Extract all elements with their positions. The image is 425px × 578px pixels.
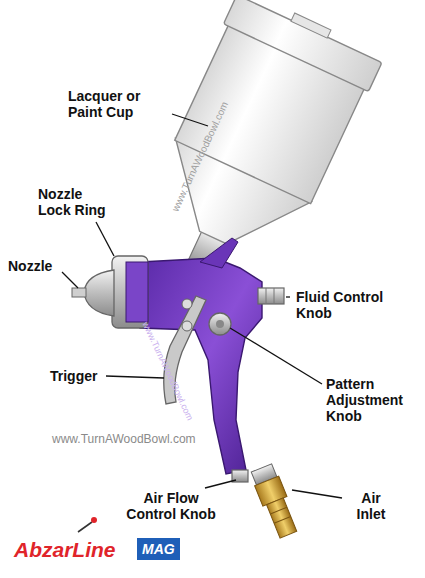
badge-text: MAG (142, 541, 175, 557)
part-label: Air Flow Control Knob (126, 490, 216, 522)
watermark: www.TurnAWoodBowl.com (52, 432, 196, 446)
part-label: Nozzle (8, 258, 68, 274)
logo-text: AbzarLine (14, 538, 116, 562)
part-label: Air Inlet (346, 490, 396, 522)
part-label: Lacquer or Paint Cup (68, 88, 178, 120)
part-label: Pattern Adjustment Knob (326, 376, 422, 424)
part-label: Nozzle Lock Ring (38, 186, 118, 218)
logo-badge: MAG (137, 538, 180, 560)
part-label: Trigger (50, 368, 110, 384)
part-label: Fluid Control Knob (296, 289, 386, 321)
